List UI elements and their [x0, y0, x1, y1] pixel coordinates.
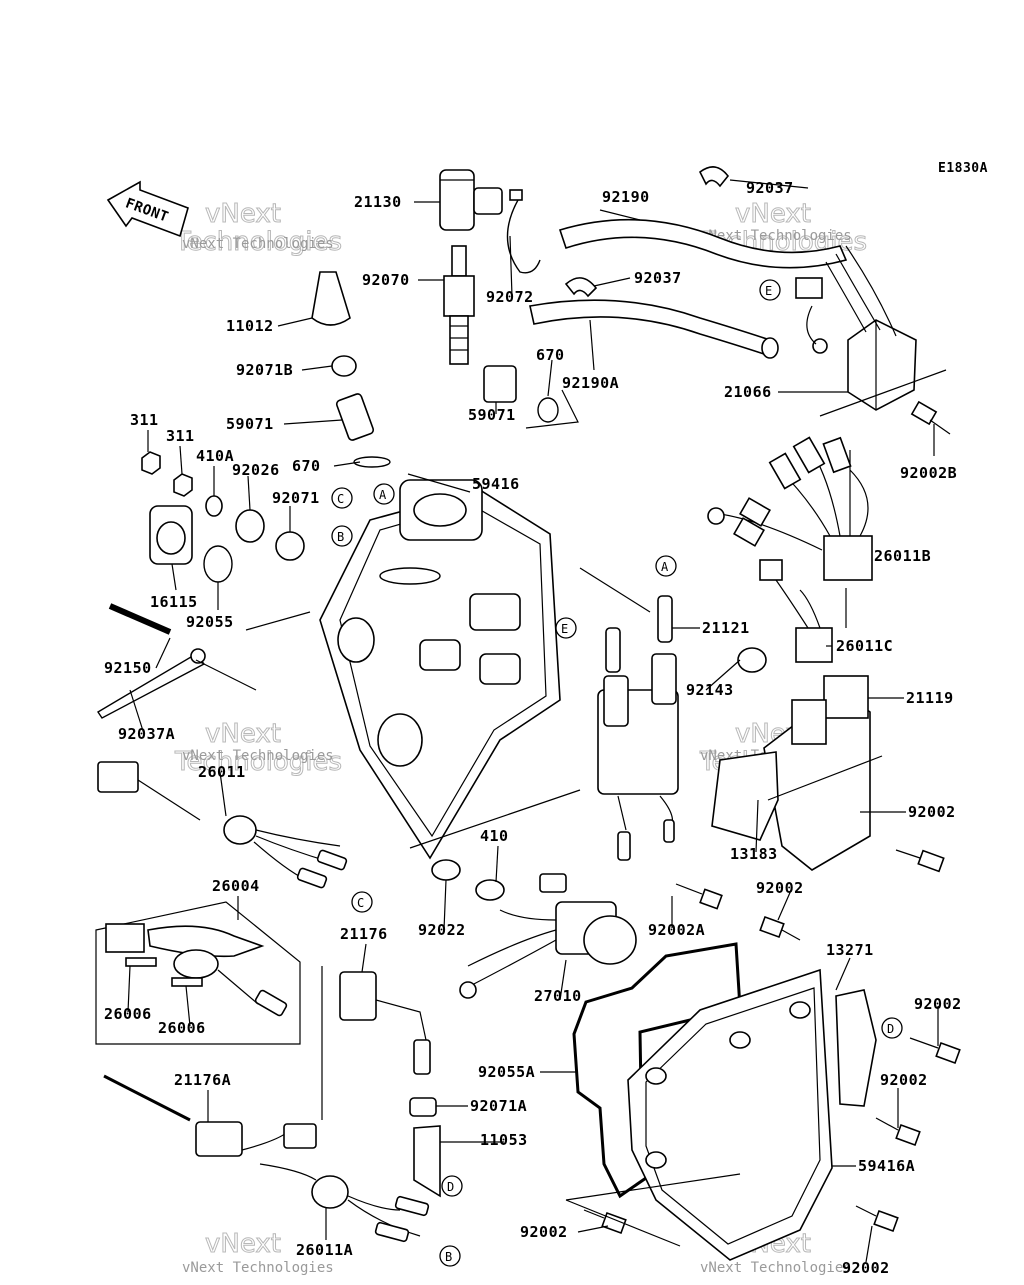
part-label: 92002 [520, 1223, 568, 1241]
part-label: 92071 [272, 489, 320, 507]
callout-a: A [379, 488, 387, 502]
part-label: 27010 [534, 987, 582, 1005]
part-label: 26006 [104, 1005, 152, 1023]
part-label: 92026 [232, 461, 280, 479]
part-label: 92055A [478, 1063, 535, 1081]
part-label: 13271 [826, 941, 874, 959]
parts-artwork [95, 166, 961, 1261]
part-label: 11053 [480, 1131, 528, 1149]
part-label: 92037 [634, 269, 682, 287]
callout-b: B [445, 1250, 452, 1264]
part-label: 311 [130, 411, 159, 429]
callout-e: E [561, 622, 568, 636]
part-label: 92071A [470, 1097, 527, 1115]
callout-e: E [765, 284, 772, 298]
leader-lines [127, 179, 947, 1263]
part-label: 21066 [724, 383, 772, 401]
part-label: 26011C [836, 637, 893, 655]
part-label: 16115 [150, 593, 198, 611]
part-label: 311 [166, 427, 195, 445]
watermark-big: vNext [205, 199, 281, 229]
watermark-small: vNext Technologies [700, 228, 852, 244]
part-label: 26004 [212, 877, 260, 895]
callout-b: B [337, 530, 344, 544]
part-label: 92002 [756, 879, 804, 897]
part-label: 92190A [562, 374, 619, 392]
part-label: 92022 [418, 921, 466, 939]
watermark-big: vNext [205, 1229, 281, 1259]
part-label: 21176 [340, 925, 388, 943]
part-label: 11012 [226, 317, 274, 335]
part-label: 21121 [702, 619, 750, 637]
callout-a: A [661, 560, 669, 574]
part-label: 26011A [296, 1241, 353, 1259]
part-label: 13183 [730, 845, 778, 863]
part-label: 59416A [858, 1157, 915, 1175]
watermark-big: Technologies [174, 747, 342, 777]
part-label: 410A [196, 447, 234, 465]
part-label: 670 [536, 346, 565, 364]
part-label: 26011B [874, 547, 931, 565]
part-labels: 21130 92190 92037 92070 92072 92037 1101… [104, 179, 962, 1277]
part-label: 670 [292, 457, 321, 475]
part-label: 410 [480, 827, 509, 845]
watermark-big: Technologies [174, 227, 342, 257]
watermark-small: vNext Technologies [700, 1260, 852, 1276]
part-label: 59416 [472, 475, 520, 493]
watermark-big: vNext [205, 719, 281, 749]
part-label: 92002 [908, 803, 956, 821]
part-label: 92037A [118, 725, 175, 743]
part-label: 92071B [236, 361, 293, 379]
diagram-id: E1830A [938, 161, 988, 176]
part-label: 59071 [468, 406, 516, 424]
part-label: 21176A [174, 1071, 231, 1089]
watermark-big: vNext [735, 199, 811, 229]
part-label: 59071 [226, 415, 274, 433]
watermark-small: vNext Technologies [182, 748, 334, 764]
part-label: 92002 [880, 1071, 928, 1089]
part-label: 92072 [486, 288, 534, 306]
part-label: 92150 [104, 659, 152, 677]
part-label: 92002B [900, 464, 957, 482]
callout-c: C [337, 492, 344, 506]
part-label: 21130 [354, 193, 402, 211]
watermark-small: vNext Technologies [182, 236, 334, 252]
part-label: 92037 [746, 179, 794, 197]
callout-markers: A A B B C C D D E E [331, 279, 903, 1267]
callout-d: D [887, 1022, 894, 1036]
part-label: 26006 [158, 1019, 206, 1037]
part-label: 92002A [648, 921, 705, 939]
part-label: 92002 [914, 995, 962, 1013]
part-label: 21119 [906, 689, 954, 707]
part-label: 92055 [186, 613, 234, 631]
callout-d: D [447, 1180, 454, 1194]
watermark-small: vNext Technologies [182, 1260, 334, 1276]
part-label: 92143 [686, 681, 734, 699]
part-label: 92070 [362, 271, 410, 289]
callout-c: C [357, 896, 364, 910]
part-label: 26011 [198, 763, 246, 781]
part-label: 92190 [602, 188, 650, 206]
front-arrow: FRONT [106, 180, 189, 238]
part-label: 92002 [842, 1259, 890, 1277]
